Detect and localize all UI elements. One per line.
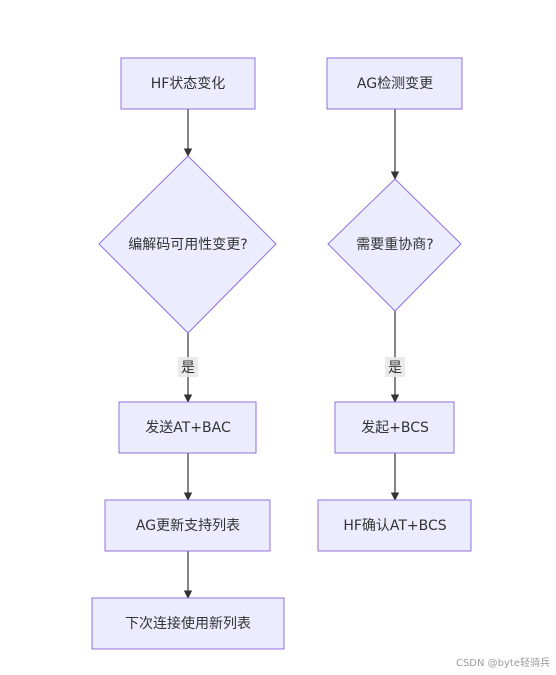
node-send-at-bac-label: 发送AT+BAC <box>145 420 231 436</box>
node-ag-detect-change-label: AG检测变更 <box>357 76 433 92</box>
node-hf-state-change-label: HF状态变化 <box>151 76 226 92</box>
node-start-bcs-label: 发起+BCS <box>361 420 429 436</box>
node-ag-update-list-label: AG更新支持列表 <box>136 518 240 534</box>
edge-label-left-yes-text: 是 <box>181 360 195 376</box>
watermark: CSDN @byte轻骑兵 <box>455 658 550 669</box>
node-send-at-bac: 发送AT+BAC <box>118 401 257 454</box>
node-need-renegotiate-label: 需要重协商? <box>356 237 433 253</box>
edge-label-right-yes-text: 是 <box>388 360 402 376</box>
edge-label-left-yes: 是 <box>178 357 198 377</box>
node-start-bcs: 发起+BCS <box>334 401 455 454</box>
node-next-connection-label: 下次连接使用新列表 <box>125 615 251 632</box>
edge-label-right-yes: 是 <box>385 357 405 377</box>
node-ag-detect-change: AG检测变更 <box>326 57 463 110</box>
node-hf-confirm-bcs-label: HF确认AT+BCS <box>343 518 446 534</box>
node-codec-changed: 编解码可用性变更? <box>98 155 277 334</box>
node-hf-confirm-bcs: HF确认AT+BCS <box>317 499 472 552</box>
node-hf-state-change: HF状态变化 <box>120 57 256 110</box>
node-next-connection: 下次连接使用新列表 <box>91 597 285 650</box>
node-need-renegotiate: 需要重协商? <box>327 178 462 312</box>
node-codec-changed-label: 编解码可用性变更? <box>128 237 247 253</box>
node-ag-update-list: AG更新支持列表 <box>104 499 271 552</box>
